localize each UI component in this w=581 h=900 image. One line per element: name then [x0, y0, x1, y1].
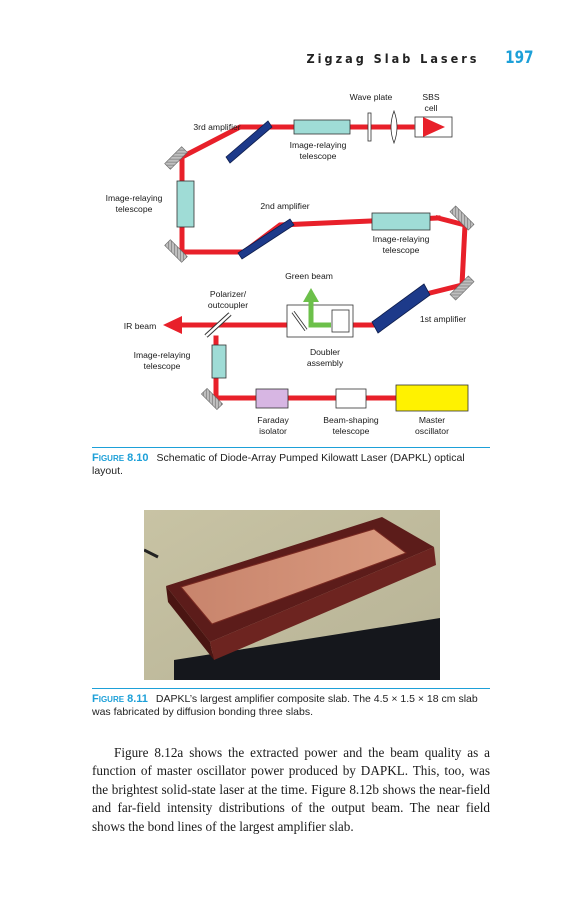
label-third-amp: 3rd amplifier — [193, 122, 240, 132]
label-first-amp: 1st amplifier — [420, 314, 466, 324]
label-doubler-2: assembly — [307, 358, 344, 368]
third-amplifier — [225, 120, 273, 164]
hatched-mirrors — [164, 146, 475, 411]
ir-beam-arrowhead — [163, 316, 182, 334]
faraday-isolator — [255, 388, 289, 409]
label-green-beam: Green beam — [285, 271, 333, 281]
second-amplifier — [237, 218, 295, 260]
label-telescope-bottom-2: telescope — [144, 361, 181, 371]
caption-text: DAPKL’s largest amplifier composite slab… — [92, 693, 478, 718]
green-beam — [308, 302, 331, 328]
label-beam-shaping-1: Beam-shaping — [323, 415, 379, 425]
master-oscillator — [395, 384, 469, 412]
first-amplifier — [371, 283, 431, 334]
beam-shaping-telescope — [335, 388, 367, 409]
body-paragraph: Figure 8.12a shows the extracted power a… — [92, 745, 490, 834]
label-sbs-2: cell — [425, 103, 438, 113]
telescope-right — [371, 212, 431, 231]
label-telescope-top-2: telescope — [300, 151, 337, 161]
running-title: Zigzag Slab Lasers — [306, 51, 480, 66]
label-telescope-right-2: telescope — [383, 245, 420, 255]
label-wave-plate: Wave plate — [350, 92, 393, 102]
label-telescope-left-2: telescope — [116, 204, 153, 214]
label-master-2: oscillator — [415, 426, 449, 436]
label-polarizer-2: outcoupler — [208, 300, 248, 310]
sbs-arrowhead — [423, 117, 445, 137]
amplifiers — [225, 120, 431, 334]
label-telescope-right-1: Image-relaying — [373, 234, 430, 244]
page-number: 197 — [504, 48, 533, 68]
green-beam-arrowhead — [303, 288, 319, 302]
figure-number: Figure 8.11 — [92, 693, 148, 705]
label-faraday-1: Faraday — [257, 415, 289, 425]
label-sbs-1: SBS — [422, 92, 439, 102]
label-second-amp: 2nd amplifier — [260, 201, 309, 211]
caption-rule — [92, 688, 490, 689]
label-beam-shaping-2: telescope — [333, 426, 370, 436]
telescope-bottom — [211, 344, 227, 379]
sbs-cell — [414, 116, 453, 138]
telescopes — [176, 119, 431, 379]
sbs-lens — [390, 109, 398, 145]
label-telescope-top-1: Image-relaying — [290, 140, 347, 150]
figure-number: Figure 8.10 — [92, 452, 149, 464]
label-master-1: Master — [419, 415, 445, 425]
label-ir-beam: IR beam — [124, 321, 156, 331]
figure-8-10-diagram: Wave plate SBS cell 3rd amplifier Image-… — [106, 92, 475, 436]
telescope-top — [293, 119, 351, 135]
running-header: Zigzag Slab Lasers 197 — [307, 48, 533, 68]
figure-8-11-photo — [144, 510, 440, 680]
label-telescope-bottom-1: Image-relaying — [134, 350, 191, 360]
label-doubler-1: Doubler — [310, 347, 340, 357]
caption-text: Schematic of Diode-Array Pumped Kilowatt… — [92, 452, 465, 477]
caption-rule — [92, 447, 490, 448]
telescope-left — [176, 180, 195, 228]
wave-plate — [367, 112, 372, 142]
label-telescope-left-1: Image-relaying — [106, 193, 163, 203]
label-faraday-2: isolator — [259, 426, 287, 436]
label-polarizer-1: Polarizer/ — [210, 289, 247, 299]
